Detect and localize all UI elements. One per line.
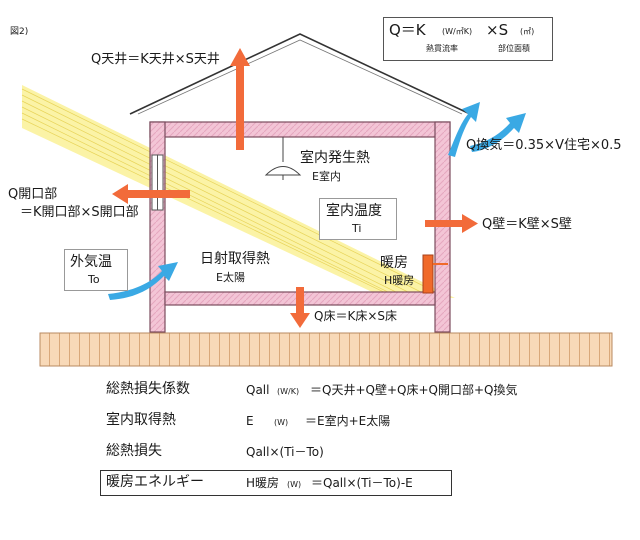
- eq1-name: 総熱損失係数: [106, 381, 190, 397]
- heat-arrows: [112, 48, 478, 328]
- opening-heat-arrow: [112, 184, 190, 204]
- outdoor-temp-symbol: To: [88, 273, 100, 286]
- wall-heat-arrow: [425, 214, 478, 233]
- solar-beam: [21, 85, 455, 298]
- formula-s-caption: 部位面積: [498, 44, 530, 53]
- outdoor-air-arrow: [108, 262, 178, 300]
- formula-main: Q＝K: [389, 21, 426, 39]
- heating-energy-box: 暖房エネルギー H暖房 (W) ＝Qall×(Ti－To)-E: [100, 470, 452, 496]
- solar-gain-symbol: E太陽: [216, 271, 245, 284]
- eq3-lhs: Qall×(Ti－To): [246, 445, 324, 459]
- opening-loss-label-2: ＝K開口部×S開口部: [20, 205, 139, 220]
- formula-times: ×S: [486, 21, 509, 39]
- heating-symbol: H暖房: [384, 274, 415, 287]
- eq2-unit: (W): [274, 418, 289, 427]
- wall-loss-label: Q壁＝K壁×S壁: [482, 217, 572, 232]
- formula-unit-k: (W/㎡K): [442, 27, 473, 36]
- eq1-lhs: Qall: [246, 383, 270, 397]
- indoor-temp-label: 室内温度: [326, 203, 382, 219]
- roof: [129, 33, 471, 115]
- equations: 総熱損失係数 Qall (W/K) ＝Q天井+Q壁+Q床+Q開口部+Q換気 室内…: [100, 382, 530, 502]
- outdoor-temp-label: 外気温: [70, 254, 112, 270]
- ground: [39, 332, 613, 367]
- eq4-unit: (W): [287, 480, 302, 489]
- solar-gain-label: 日射取得熱: [200, 251, 270, 267]
- eq1-unit: (W/K): [277, 387, 300, 396]
- eq2-rhs: ＝E室内+E太陽: [305, 414, 391, 428]
- ventilation-arrow: [448, 102, 480, 157]
- formula-box: Q＝K (W/㎡K) ×S (㎡) 熱貫流率 部位面積: [383, 17, 553, 61]
- internal-gain-symbol: E室内: [312, 170, 341, 183]
- indoor-temp-symbol: Ti: [352, 222, 362, 235]
- heating-label: 暖房: [380, 255, 408, 271]
- internal-gain-label: 室内発生熱: [300, 150, 370, 166]
- opening-loss-label-1: Q開口部: [8, 187, 58, 202]
- formula-k-caption: 熱貫流率: [426, 44, 458, 53]
- window: [151, 154, 164, 211]
- eq2-name: 室内取得熱: [106, 412, 176, 428]
- heater-icon: [422, 254, 448, 294]
- figure-label: 図2): [10, 27, 29, 37]
- eq1-rhs: ＝Q天井+Q壁+Q床+Q開口部+Q換気: [310, 383, 518, 397]
- eq4-lhs: H暖房: [246, 476, 280, 490]
- eq4-name: 暖房エネルギー: [106, 474, 204, 490]
- ceiling-heat-arrow: [230, 48, 250, 150]
- eq2-lhs: E: [246, 414, 254, 428]
- ceiling-loss-label: Q天井＝K天井×S天井: [91, 52, 220, 67]
- indoor-temp-box: 室内温度 Ti: [319, 198, 397, 240]
- outdoor-temp-box: 外気温 To: [64, 249, 128, 291]
- floor-loss-label: Q床＝K床×S床: [314, 309, 397, 323]
- formula-unit-s: (㎡): [520, 27, 535, 36]
- lamp-icon: [264, 137, 302, 180]
- eq4-rhs: ＝Qall×(Ti－To)-E: [311, 476, 413, 490]
- vent-loss-label: Q換気＝0.35×V住宅×0.5: [466, 138, 622, 153]
- air-arrows: [108, 102, 526, 300]
- floor-heat-arrow: [290, 287, 310, 328]
- eq3-name: 総熱損失: [106, 443, 162, 459]
